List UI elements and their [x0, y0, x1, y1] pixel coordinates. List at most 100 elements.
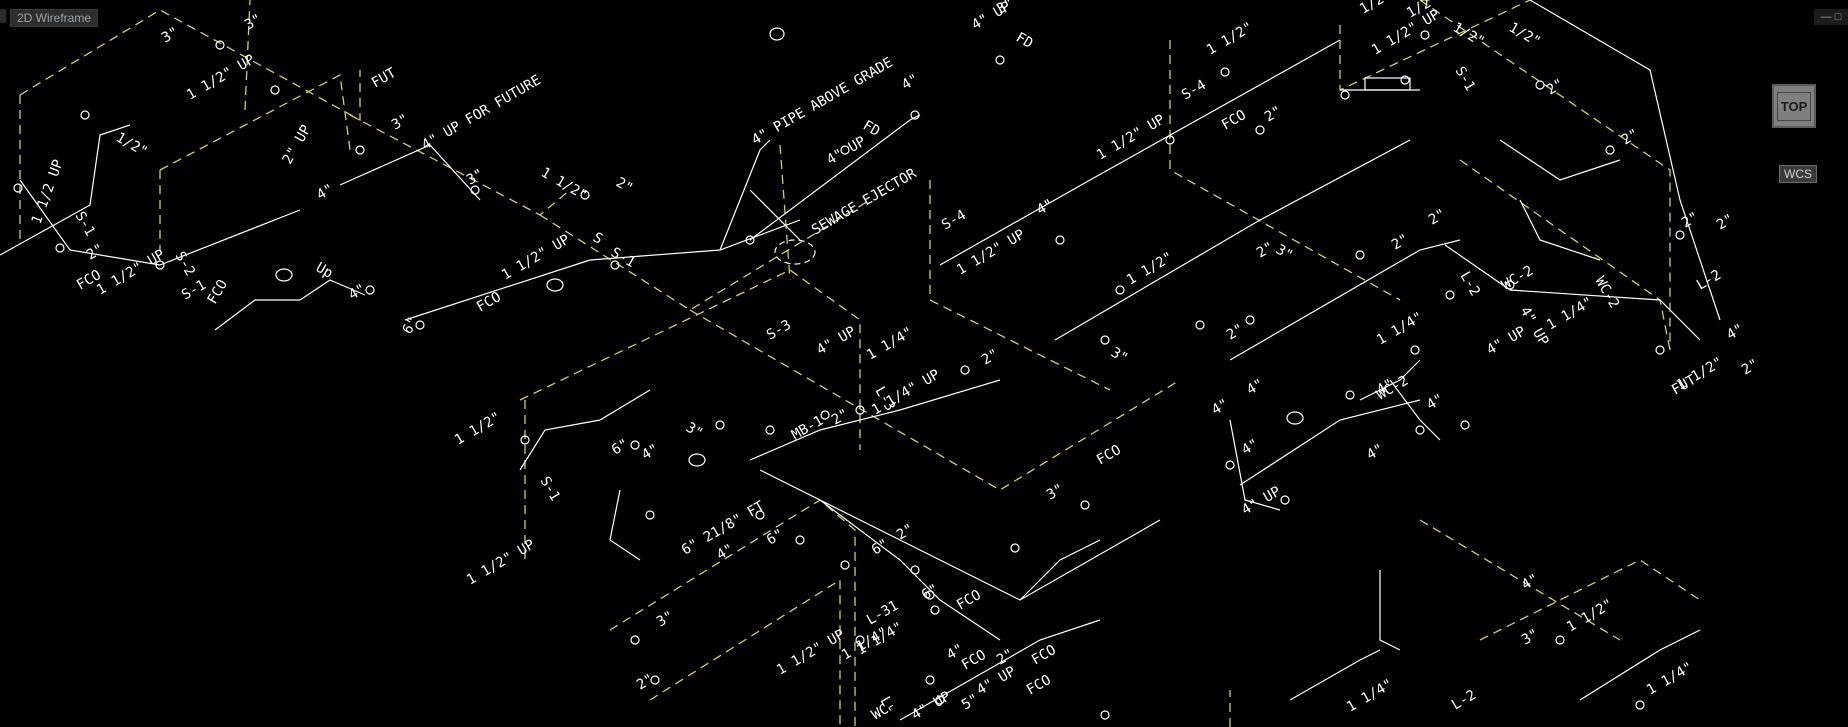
- pipe-label: 1 1/4": [1544, 294, 1596, 333]
- visual-style-control[interactable]: 2D Wireframe: [10, 9, 99, 27]
- pipe-label: 4": [1209, 396, 1232, 418]
- pipe-label: 1 1/4": [1374, 309, 1426, 348]
- pipe-label: 1 1/2": [1674, 354, 1726, 393]
- dashed-pipe-lines: [19, 0, 1701, 727]
- solid-pipe-lines: [0, 0, 1721, 721]
- pipe-label: 1/2": [113, 130, 150, 161]
- pipe-label: 2": [1426, 206, 1449, 228]
- pipe-label: S-3: [764, 317, 794, 344]
- pipe-label: 5": [959, 691, 982, 713]
- pipe-label: 1 1/2" UP: [1369, 7, 1443, 59]
- pipe-label: 4" UP: [909, 689, 954, 724]
- pipe-label: 1/2": [1357, 0, 1394, 17]
- pipe-label: 2": [1389, 231, 1412, 253]
- pipe-label: 1 1/2" UP: [774, 627, 848, 679]
- viewport-window-controls[interactable]: — □: [1814, 9, 1848, 25]
- pipe-label: MB-1: [789, 413, 826, 444]
- pipe-label: 2": [634, 671, 657, 693]
- pipe-label: 4": [639, 441, 662, 463]
- pipe-label: 1 1/4": [864, 324, 916, 363]
- pipe-label: 4": [1034, 196, 1057, 218]
- pipe-label: 6": [919, 581, 942, 603]
- pipe-label: FCO: [1094, 442, 1124, 469]
- pipe-label: 4": [346, 281, 369, 303]
- pipe-label: 6": [764, 526, 787, 548]
- pipe-label: 4" UP: [1239, 484, 1284, 519]
- pipe-label: 3": [1108, 345, 1131, 367]
- viewcube[interactable]: TOP: [1772, 84, 1816, 128]
- pipe-label: 1 1/2" UP: [499, 232, 573, 284]
- pipe-label: 1 1/2 UP: [29, 158, 67, 227]
- pipe-label: 2": [84, 241, 107, 263]
- pipe-label: 4": [1239, 436, 1262, 458]
- pipe-label: 2": [994, 646, 1017, 668]
- pipe-label: 2" UP: [280, 122, 315, 167]
- pipe-fittings: [13, 27, 1685, 720]
- pipe-label: 4" UP: [824, 134, 869, 169]
- pipe-label: 3": [1273, 242, 1296, 264]
- pipe-label: L-2: [1449, 687, 1479, 714]
- pipe-label: 2": [829, 406, 852, 428]
- pipe-label: 2": [1714, 211, 1737, 233]
- pipe-label: 4": [1364, 441, 1387, 463]
- pipe-label: FCO: [1024, 672, 1054, 699]
- pipe-label: 4": [1724, 321, 1747, 343]
- pipe-label: S-4: [1179, 77, 1209, 104]
- pipe-label: SEWAGE EJECTOR: [809, 165, 920, 238]
- pipe-label: L-2: [1457, 269, 1484, 299]
- pipe-label: 3": [654, 608, 677, 630]
- pipe-label: 2": [1262, 103, 1285, 125]
- pipe-label: WC-2: [1592, 274, 1623, 311]
- pipe-label: 1 1/2": [1564, 596, 1616, 635]
- pipe-label: 4" UP: [814, 324, 859, 359]
- pipe-label: 4": [1424, 391, 1447, 413]
- pipe-label: 2": [1619, 126, 1642, 148]
- pipe-label: FCO: [474, 289, 504, 316]
- pipe-label: FD: [1013, 30, 1036, 52]
- pipe-label: 2": [1224, 321, 1247, 343]
- pipe-label: FCO: [1219, 107, 1249, 134]
- pipe-label: FCO: [954, 587, 984, 614]
- pipe-label: 3": [464, 166, 487, 188]
- ucs-menu-button[interactable]: WCS: [1779, 165, 1817, 183]
- pipe-label: 3": [1519, 626, 1542, 648]
- pipe-label: FUT: [369, 65, 399, 92]
- pipe-label: FCO: [205, 277, 232, 307]
- pipe-label: 4" UP: [1484, 324, 1529, 359]
- pipe-label: 4": [714, 541, 737, 563]
- pipe-label: 4": [1244, 376, 1267, 398]
- pipe-label: 1 1/2": [452, 409, 504, 448]
- pipe-label: L-: [877, 694, 899, 717]
- pipe-label: S: [590, 230, 605, 248]
- pipe-label: 6": [869, 536, 892, 558]
- pipe-label: S-4: [939, 207, 969, 234]
- pipe-label: 1 1/2" UP: [464, 537, 538, 589]
- pipe-label: 1 1/2" UP: [954, 227, 1028, 279]
- pipe-label: 1 1/2": [538, 165, 590, 204]
- pipe-label: 2": [1544, 76, 1567, 98]
- pipe-label: 1 1/2" UP: [1094, 112, 1168, 164]
- pipe-label: WC-2: [1374, 373, 1411, 404]
- pipe-label: 4" UP: [969, 0, 1014, 33]
- pipe-label: 1 1/4": [1644, 659, 1696, 698]
- pipe-label: S-1: [537, 474, 564, 504]
- viewcube-face-label[interactable]: TOP: [1776, 91, 1812, 121]
- pipe-label: 2": [1739, 356, 1762, 378]
- pipe-label: FCO: [1029, 642, 1059, 669]
- pipe-label: 2": [1254, 239, 1277, 261]
- viewport-menu-stub[interactable]: [0, 9, 6, 23]
- pipe-label: 1 1/2": [1124, 249, 1176, 288]
- pipe-label: 4" UP: [974, 664, 1019, 699]
- pipe-label: 1/2": [1450, 20, 1487, 51]
- pipe-label: 3": [1044, 481, 1067, 503]
- pipe-label: 2": [979, 346, 1002, 368]
- pipe-label: 3": [159, 24, 182, 46]
- pipe-label: 4" UP FOR FUTURE: [419, 72, 544, 153]
- pipe-label: 2": [894, 521, 917, 543]
- pipe-label: S-1: [1452, 64, 1479, 94]
- pipe-label: 3": [389, 111, 412, 133]
- pipe-label: 4": [1374, 376, 1397, 398]
